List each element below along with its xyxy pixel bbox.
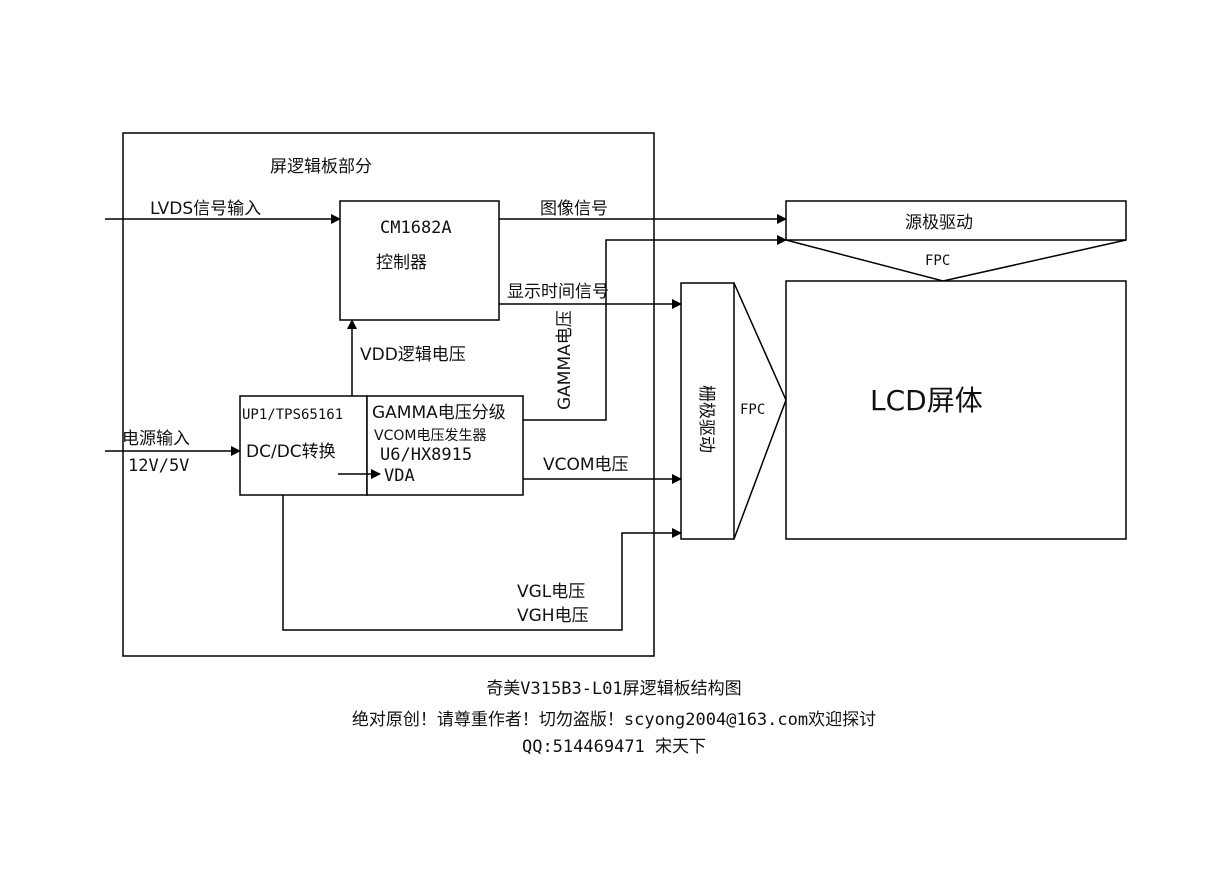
source-driver-box bbox=[785, 200, 1127, 241]
power-input-label: 电源输入 bbox=[122, 429, 190, 449]
lvds-input-label: LVDS信号输入 bbox=[150, 199, 261, 219]
gamma-voltage-line bbox=[523, 235, 787, 421]
power-spec-label: 12V/5V bbox=[128, 456, 189, 476]
vdd-label: VDD逻辑电压 bbox=[360, 345, 466, 365]
board-title: 屏逻辑板部分 bbox=[270, 157, 372, 177]
caption-notice: 绝对原创！请尊重作者！切勿盗版！scyong2004@163.com欢迎探讨 bbox=[351, 710, 877, 730]
caption-title: 奇美V315B3-L01屏逻辑板结构图 bbox=[486, 679, 742, 699]
gate-fpc-connector bbox=[733, 282, 787, 540]
gate-driver-label: 栅极驱动 bbox=[696, 385, 716, 453]
logic-board-frame bbox=[122, 132, 655, 657]
dcdc-model: UP1/TPS65161 bbox=[242, 407, 343, 423]
source-driver-label: 源极驱动 bbox=[905, 213, 973, 233]
image-signal-label: 图像信号 bbox=[540, 199, 608, 219]
source-fpc-label: FPC bbox=[925, 253, 950, 269]
gamma-label: GAMMA电压分级 bbox=[372, 403, 506, 423]
gate-fpc-label: FPC bbox=[740, 402, 765, 418]
controller-model: CM1682A bbox=[380, 218, 452, 238]
dcdc-box bbox=[239, 395, 368, 496]
gate-driver-box bbox=[680, 282, 735, 540]
vcom-voltage-label: VCOM电压 bbox=[543, 455, 629, 475]
source-fpc-connector bbox=[785, 239, 1127, 282]
timing-signal-label: 显示时间信号 bbox=[507, 282, 609, 302]
dcdc-label: DC/DC转换 bbox=[246, 442, 336, 462]
vgh-label: VGH电压 bbox=[517, 606, 589, 626]
vda-label: VDA bbox=[384, 466, 415, 486]
gamma-model: U6/HX8915 bbox=[380, 445, 472, 465]
controller-label: 控制器 bbox=[376, 253, 427, 273]
caption-contact: QQ:514469471 宋天下 bbox=[521, 737, 707, 757]
lcd-panel-label: LCD屏体 bbox=[870, 384, 983, 417]
gamma-box bbox=[366, 395, 524, 496]
gamma-voltage-label: GAMMA电压 bbox=[555, 310, 575, 410]
lcd-panel-box bbox=[785, 280, 1127, 540]
vgl-vgh-line bbox=[282, 495, 682, 631]
vcom-generator-label: VCOM电压发生器 bbox=[374, 428, 486, 444]
controller-box bbox=[339, 200, 500, 321]
vgl-label: VGL电压 bbox=[517, 582, 585, 602]
